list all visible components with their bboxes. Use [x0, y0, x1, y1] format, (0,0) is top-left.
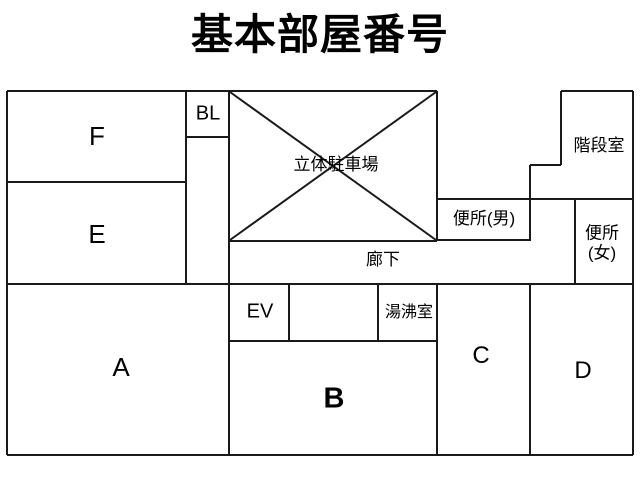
- room-label-a: A: [112, 352, 130, 383]
- parking-x-mark: [229, 91, 437, 241]
- room-label-toilet-men: 便所(男): [452, 209, 516, 229]
- label-corridor: 廊下: [366, 250, 400, 270]
- toilet-women-line2: (女): [587, 243, 617, 262]
- page-title: 基本部屋番号: [190, 13, 449, 59]
- room-label-c: C: [472, 342, 490, 370]
- room-label-parking-garage: 立体駐車場: [293, 155, 379, 175]
- room-label-e: E: [88, 219, 106, 250]
- room-label-stairwell: 階段室: [573, 136, 625, 156]
- room-label-b: B: [323, 382, 345, 415]
- room-label-d: D: [574, 357, 592, 385]
- wall-lines: [6, 90, 634, 456]
- room-label-toilet-women: 便所 (女): [585, 223, 619, 262]
- room-label-f: F: [89, 121, 105, 152]
- room-label-ev: EV: [246, 300, 274, 323]
- room-label-kitchenette: 湯沸室: [384, 303, 434, 321]
- room-label-bl: BL: [195, 102, 221, 125]
- toilet-women-line1: 便所: [585, 223, 619, 243]
